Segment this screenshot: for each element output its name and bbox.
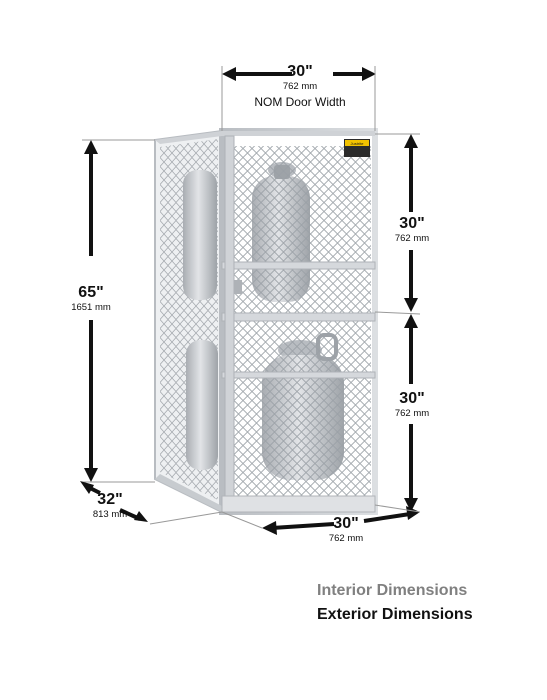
cabinet-base <box>155 474 375 512</box>
width-label: 30" 762 mm <box>318 516 374 544</box>
door-width-metric: 762 mm <box>282 81 318 92</box>
lower-height-arrow <box>404 314 418 512</box>
width-value: 30" <box>333 515 359 532</box>
door-width-arrow <box>221 66 376 131</box>
door-width-note: NOM Door Width <box>254 94 346 109</box>
upper-height-value: 30" <box>399 215 425 232</box>
lower-height-value: 30" <box>399 390 425 407</box>
width-arrow <box>221 504 421 535</box>
total-height-label: 65" 1651 mm <box>60 285 122 313</box>
depth-metric: 813 mm <box>92 509 128 520</box>
upper-shelf <box>221 261 376 270</box>
total-height-arrow <box>82 139 155 483</box>
door-post <box>224 135 235 509</box>
depth-label: 32" 813 mm <box>80 492 140 520</box>
label-plate-text: Justrite <box>351 141 365 146</box>
door-width-label: 30" 762 mm NOM Door Width <box>250 64 350 108</box>
rear-cylinders <box>183 170 218 470</box>
total-height-value: 65" <box>78 284 104 301</box>
width-metric: 762 mm <box>328 533 364 544</box>
lower-height-metric: 762 mm <box>394 408 430 419</box>
depth-value: 32" <box>97 491 123 508</box>
label-plate: Justrite <box>344 139 370 157</box>
middle-divider <box>221 312 376 322</box>
upper-height-metric: 762 mm <box>394 233 430 244</box>
legend-exterior-dimensions: Exterior Dimensions <box>317 606 473 623</box>
upper-height-label: 30" 762 mm <box>384 216 440 244</box>
depth-arrow <box>80 481 223 525</box>
gas-cylinder-cabinet: Justrite <box>154 128 378 515</box>
dimension-lines <box>80 66 421 535</box>
legend-interior-dimensions: Interior Dimensions <box>317 582 468 599</box>
total-height-metric: 1651 mm <box>71 302 111 313</box>
upper-height-arrow <box>374 133 421 315</box>
lower-height-label: 30" 762 mm <box>384 391 440 419</box>
door-width-value: 30" <box>287 63 313 80</box>
cabinet-top <box>155 131 375 144</box>
